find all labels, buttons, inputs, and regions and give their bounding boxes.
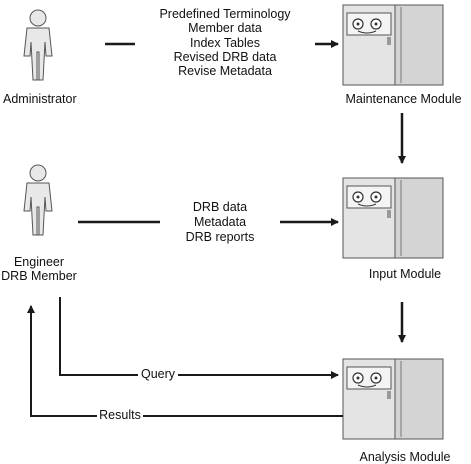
admin-flow-item: Member data: [188, 21, 262, 35]
analysis-module-machine: [342, 358, 444, 440]
maintenance-module-label: Maintenance Module: [345, 92, 462, 106]
analysis-module-label: Analysis Module: [359, 450, 451, 464]
maintenance-module-machine: [342, 4, 444, 86]
results-label: Results: [97, 408, 143, 422]
query-label: Query: [138, 367, 178, 381]
engineer-flow-item: DRB reports: [185, 230, 255, 244]
administrator-figure: [23, 9, 53, 81]
input-module-machine: [342, 177, 444, 259]
arrow-results: [27, 305, 343, 417]
engineer-label-line2: DRB Member: [1, 269, 77, 283]
admin-flow-item: Index Tables: [135, 36, 315, 50]
engineer-label-line1: Engineer: [13, 255, 65, 269]
admin-flow-item: Predefined Terminology: [159, 7, 291, 21]
engineer-flow-item: Metadata: [160, 215, 280, 229]
admin-flow-item: Revised DRB data: [173, 50, 277, 64]
input-module-label: Input Module: [368, 267, 442, 281]
administrator-label: Administrator: [3, 92, 77, 106]
arrow-query: [59, 297, 339, 379]
engineer-figure: [23, 164, 53, 236]
engineer-flow-item: DRB data: [192, 200, 248, 214]
admin-flow-item: Revise Metadata: [178, 64, 272, 78]
